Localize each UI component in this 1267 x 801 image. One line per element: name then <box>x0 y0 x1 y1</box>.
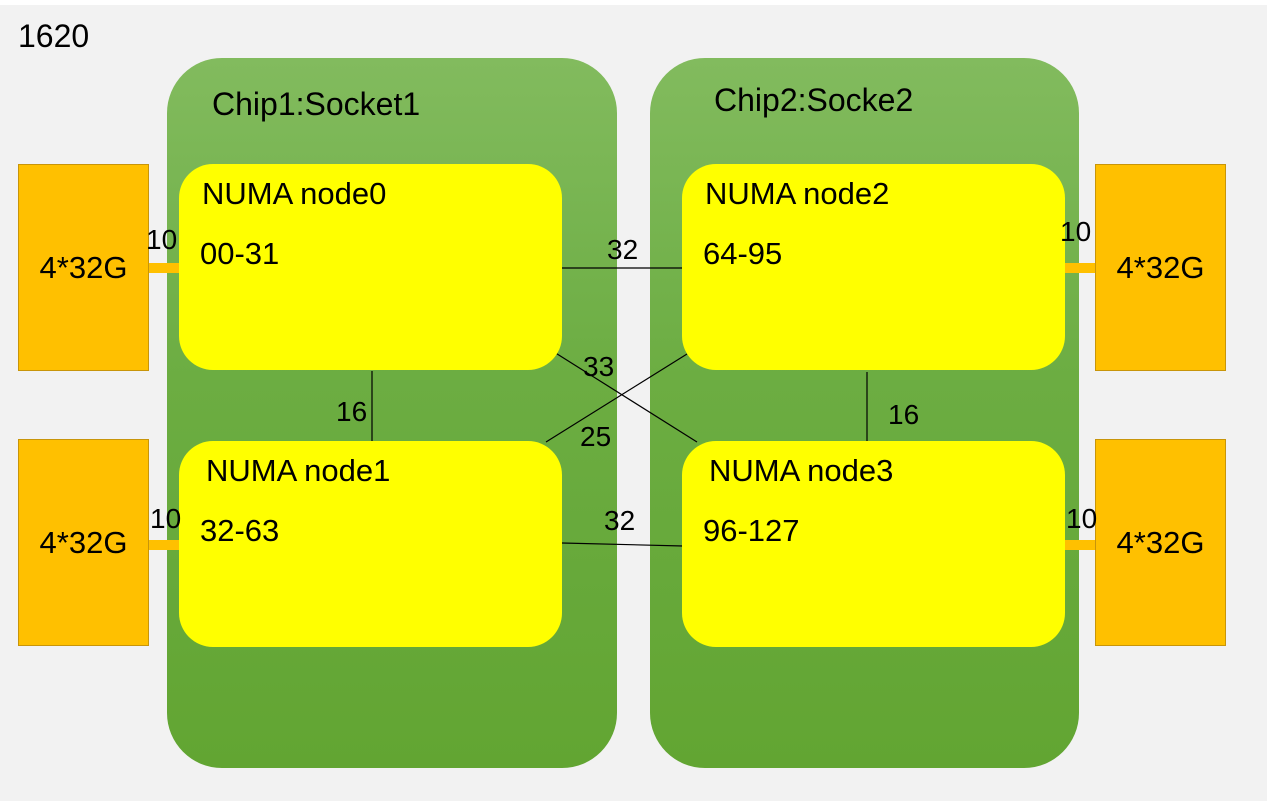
chip-1-label: Chip1:Socket1 <box>212 86 421 122</box>
numa-node-0-name: NUMA node0 <box>202 176 387 211</box>
memory-link-node0 <box>148 263 180 273</box>
numa-node-1-cpus: 32-63 <box>200 513 280 548</box>
memory-link-node3 <box>1064 540 1098 550</box>
memory-block-node2: 4*32G <box>1095 164 1226 371</box>
numa-node-2: NUMA node2 64-95 <box>682 164 1065 370</box>
memory-link-node2 <box>1064 263 1098 273</box>
numa-node-0: NUMA node0 00-31 <box>179 164 562 370</box>
memory-link-node1 <box>148 540 180 550</box>
numa-node-2-name: NUMA node2 <box>705 176 890 211</box>
memory-distance-node3: 10 <box>1066 503 1098 534</box>
distance-node1-node2: 25 <box>580 421 612 452</box>
memory-block-node0: 4*32G <box>18 164 149 371</box>
wire-node1-node3 <box>561 542 684 547</box>
wire-node0-node3 <box>553 351 698 443</box>
chip-2-label: Chip2:Socke2 <box>714 82 914 118</box>
numa-node-0-cpus: 00-31 <box>200 236 280 271</box>
memory-distance-node2: 10 <box>1060 216 1092 247</box>
numa-node-1: NUMA node1 32-63 <box>179 441 562 647</box>
memory-block-node3: 4*32G <box>1095 439 1226 646</box>
numa-node-1-name: NUMA node1 <box>206 453 391 488</box>
memory-distance-node1: 10 <box>150 503 182 534</box>
memory-distance-node0: 10 <box>146 224 178 255</box>
distance-node0-node1: 16 <box>336 396 368 427</box>
numa-node-3: NUMA node3 96-127 <box>682 441 1065 647</box>
numa-node-3-name: NUMA node3 <box>709 453 894 488</box>
wire-node1-node2 <box>545 353 688 443</box>
distance-node0-node2: 32 <box>607 234 639 265</box>
memory-block-node1: 4*32G <box>18 439 149 646</box>
numa-node-3-cpus: 96-127 <box>703 513 800 548</box>
diagram-title: 1620 <box>18 18 90 54</box>
distance-node2-node3: 16 <box>888 399 920 430</box>
numa-node-2-cpus: 64-95 <box>703 236 783 271</box>
distance-node0-node3: 33 <box>583 351 615 382</box>
distance-node1-node3: 32 <box>604 505 636 536</box>
